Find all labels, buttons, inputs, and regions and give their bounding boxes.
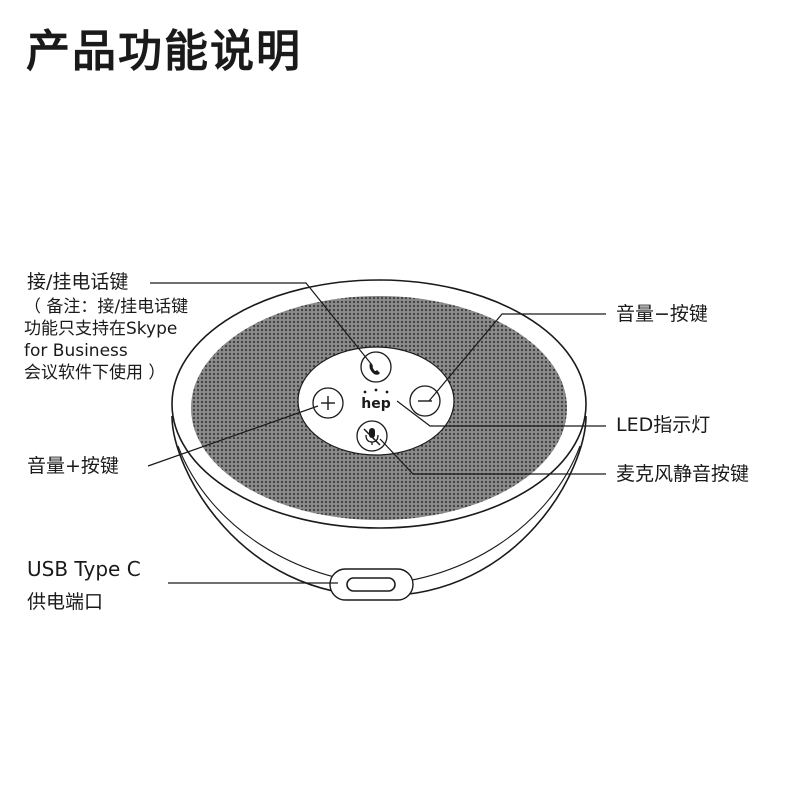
label-volume-down: 音量−按键 (616, 303, 708, 325)
page-title: 产品功能说明 (26, 26, 302, 77)
led-indicator (363, 388, 389, 394)
volume-down-button[interactable] (409, 385, 441, 417)
mic-mute-button[interactable] (356, 420, 388, 452)
note-line: （ 备注：接/挂电话键 (24, 297, 189, 317)
label-mute: 麦克风静音按键 (616, 463, 750, 485)
volume-up-button[interactable] (312, 387, 344, 419)
phone-icon (369, 363, 380, 375)
answer-hangup-button[interactable] (360, 351, 392, 383)
label-usb-line1: USB Type C (27, 557, 141, 581)
note-line: 功能只支持在Skype (24, 319, 178, 339)
answer-hangup-note: （ 备注：接/挂电话键 功能只支持在Skype for Business 会议软… (24, 296, 188, 384)
note-line: 会议软件下使用 ） (24, 363, 166, 383)
brand-logo: hep (361, 396, 390, 412)
usb-c-port[interactable] (329, 568, 414, 601)
usb-c-port-icon (346, 577, 396, 592)
leader-lines (147, 282, 606, 584)
note-line: for Business (24, 341, 128, 361)
label-answer-hangup: 接/挂电话键 (27, 271, 129, 293)
mic-mute-icon (363, 428, 381, 446)
label-led: LED指示灯 (616, 414, 711, 436)
label-usb-line2: 供电端口 (27, 591, 104, 613)
label-volume-up: 音量+按键 (27, 455, 119, 477)
control-panel (297, 346, 455, 456)
plus-icon (321, 396, 335, 410)
